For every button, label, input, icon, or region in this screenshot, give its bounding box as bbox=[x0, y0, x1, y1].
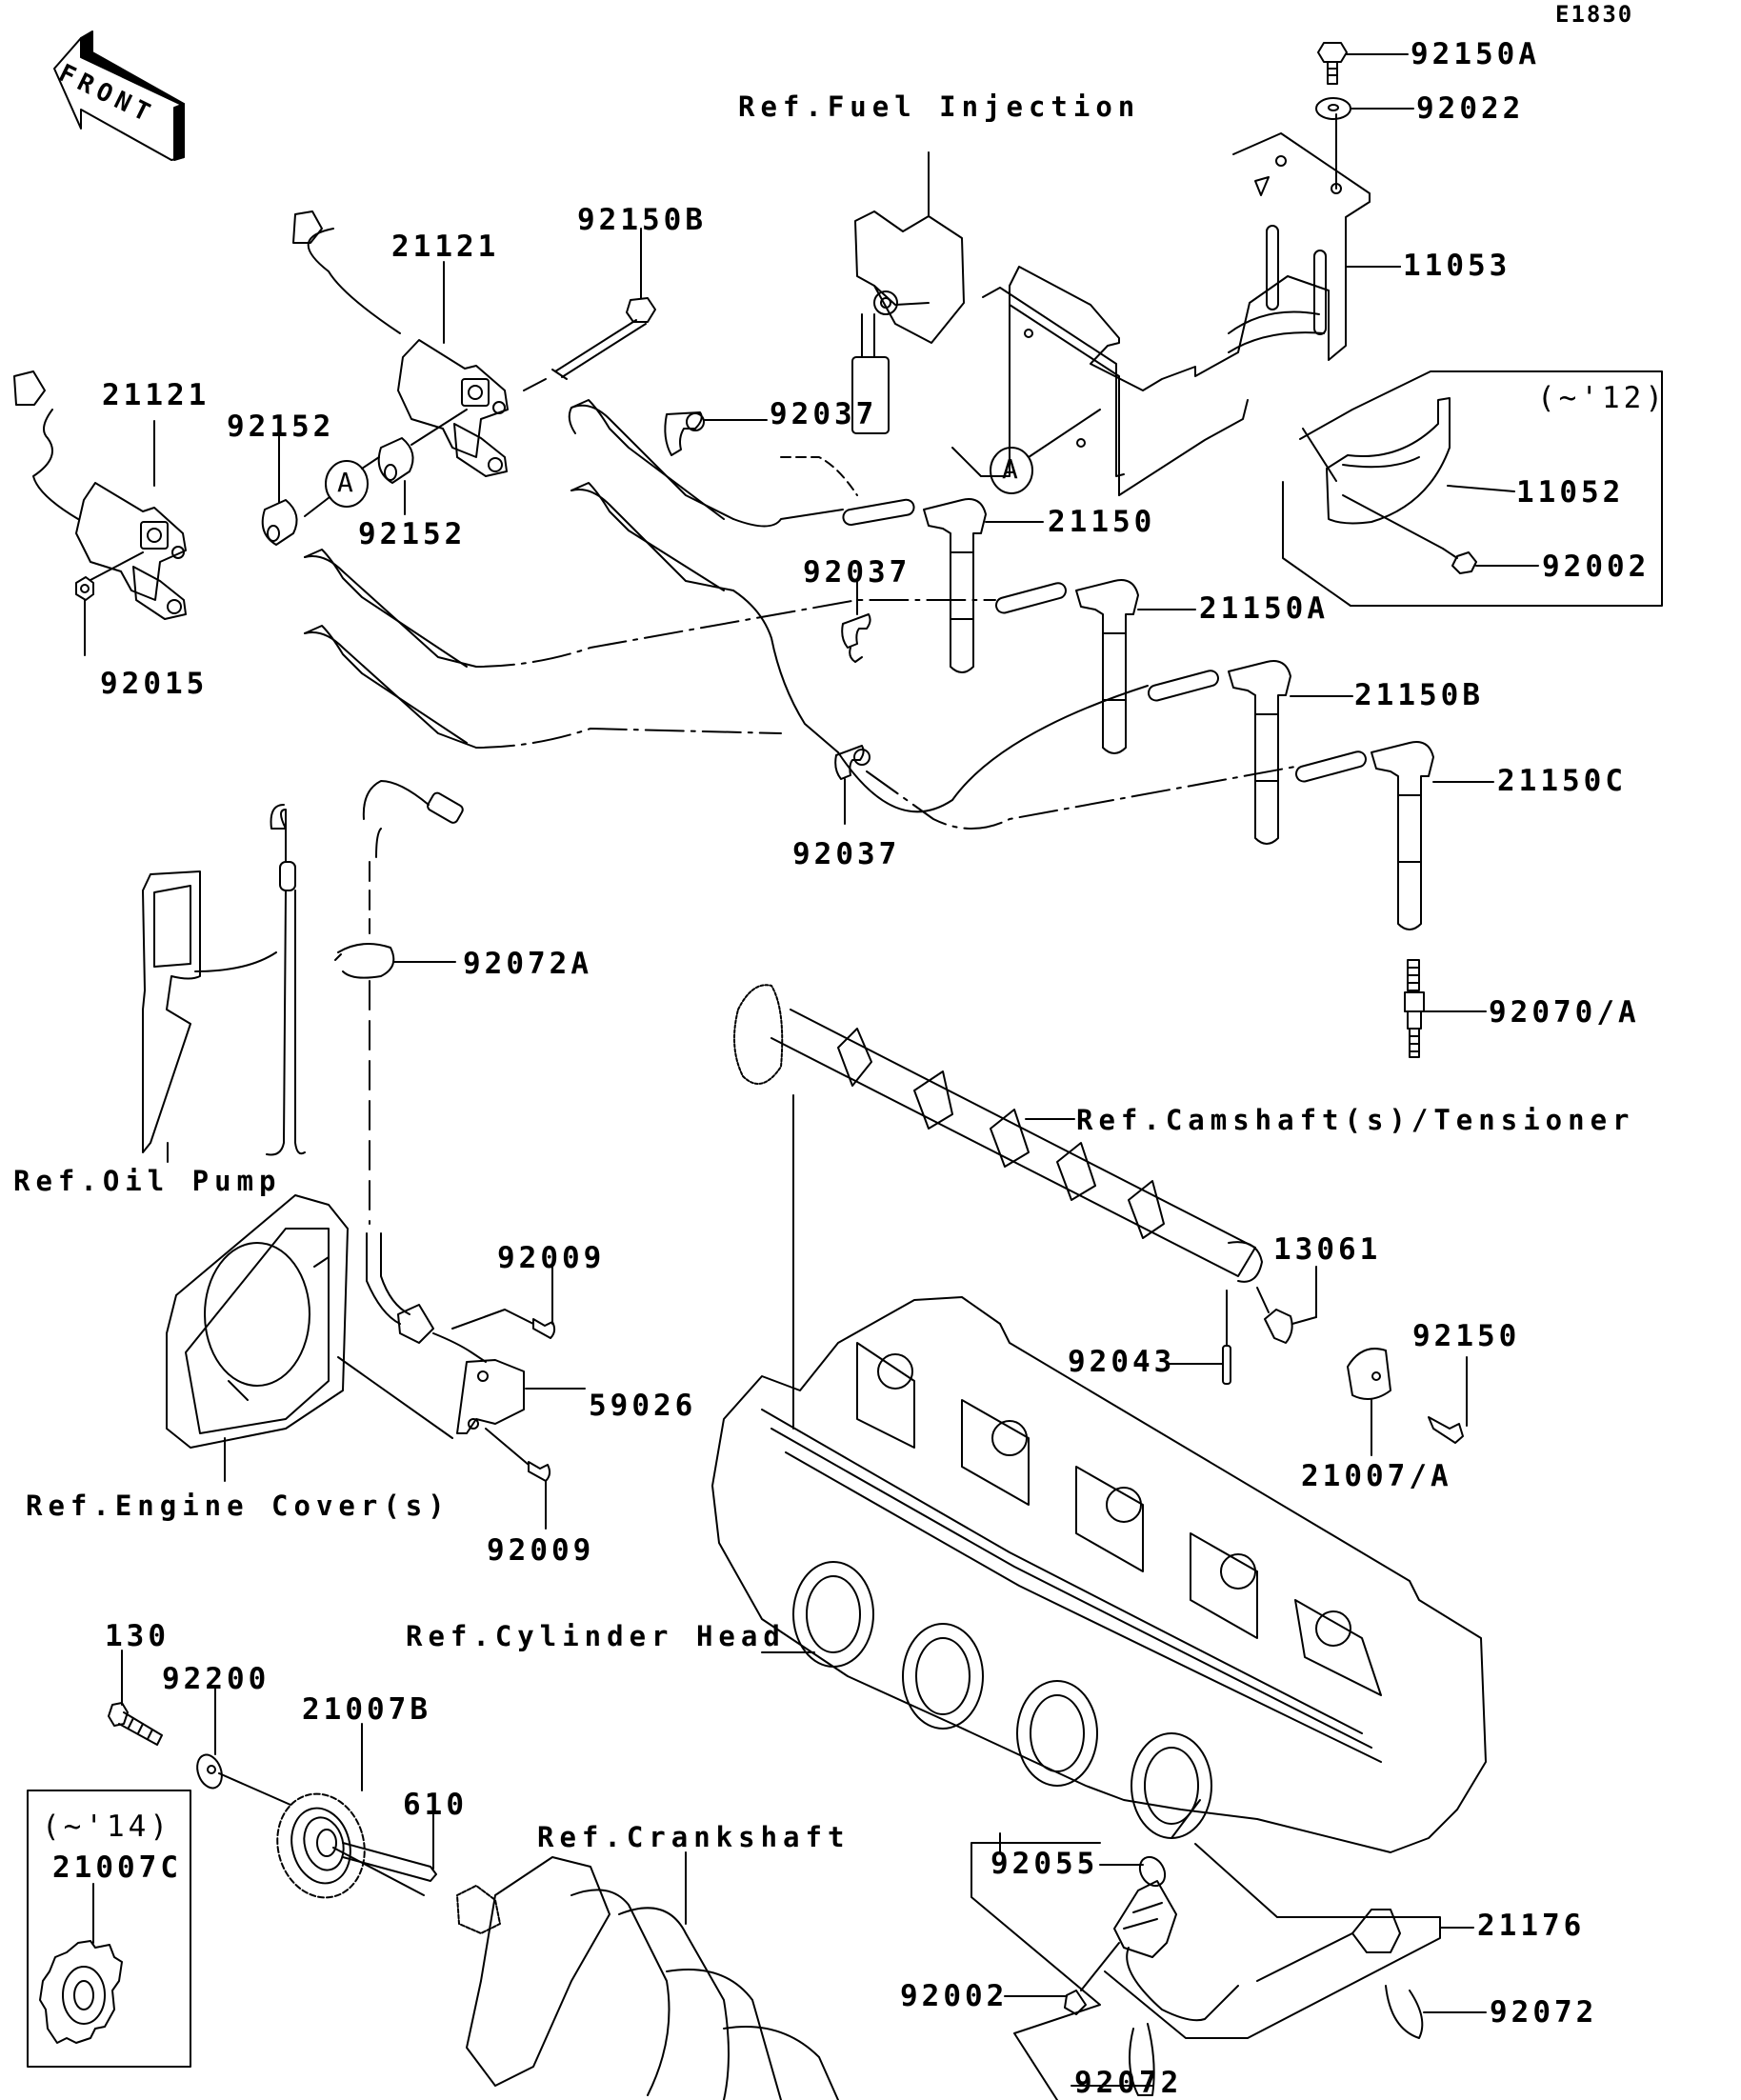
part-label-21121-upper[interactable]: 21121 bbox=[391, 230, 500, 264]
part-label-92070A[interactable]: 92070/A bbox=[1489, 995, 1640, 1030]
pin-13061-icon bbox=[1257, 1267, 1316, 1343]
bolt-92002-box-icon bbox=[1343, 495, 1538, 573]
part-label-92043[interactable]: 92043 bbox=[1068, 1345, 1176, 1379]
plug-cap-21150B bbox=[1147, 661, 1352, 844]
part-label-92009-upper[interactable]: 92009 bbox=[497, 1241, 606, 1275]
pin-92043-icon bbox=[1168, 1290, 1231, 1384]
part-label-92072A[interactable]: 92072A bbox=[463, 947, 592, 981]
variant-note-14: (~'14) bbox=[42, 1810, 171, 1844]
washer-92022-icon bbox=[1316, 98, 1413, 119]
bracket-11053 bbox=[952, 114, 1400, 495]
bolt-92002-bottom-icon bbox=[1005, 1943, 1119, 2014]
cylinder-head bbox=[712, 1297, 1486, 1852]
ignition-coil-21121-lower bbox=[14, 371, 186, 619]
ref-camshaft-tensioner[interactable]: Ref.Camshaft(s)/Tensioner bbox=[1076, 1104, 1635, 1136]
part-label-92055[interactable]: 92055 bbox=[991, 1847, 1099, 1881]
part-label-130[interactable]: 130 bbox=[105, 1619, 170, 1653]
bolt-92150-icon bbox=[1429, 1357, 1467, 1443]
part-label-21007A[interactable]: 21007/A bbox=[1301, 1459, 1452, 1493]
bracket-11052 bbox=[1327, 398, 1450, 523]
ref-engine-cover[interactable]: Ref.Engine Cover(s) bbox=[26, 1490, 450, 1522]
plug-leads bbox=[305, 400, 1295, 829]
part-label-92022[interactable]: 92022 bbox=[1416, 91, 1525, 126]
part-label-92002-bottom[interactable]: 92002 bbox=[900, 1979, 1009, 2013]
part-label-11053[interactable]: 11053 bbox=[1403, 249, 1511, 283]
collar-92152-left-icon bbox=[263, 433, 297, 545]
marker-a-left bbox=[305, 410, 467, 516]
plug-cap-21150A bbox=[994, 580, 1195, 753]
band-92072-bottom-icon bbox=[1071, 2024, 1154, 2095]
band-92072A-icon bbox=[335, 781, 465, 1224]
variant-note-12: (~'12) bbox=[1537, 381, 1667, 415]
rotor-21007C-icon bbox=[40, 1941, 122, 2043]
key-610-icon bbox=[343, 1810, 436, 1881]
rotor-21007B-icon bbox=[266, 1724, 424, 1908]
part-label-92072-bottom[interactable]: 92072 bbox=[1074, 2066, 1183, 2100]
part-label-21007B[interactable]: 21007B bbox=[302, 1692, 431, 1727]
engine-cover-ref bbox=[167, 1195, 452, 1481]
part-label-11052[interactable]: 11052 bbox=[1516, 475, 1625, 510]
part-label-59026[interactable]: 59026 bbox=[589, 1389, 697, 1423]
part-label-21007C[interactable]: 21007C bbox=[52, 1850, 182, 1885]
part-label-21176[interactable]: 21176 bbox=[1477, 1909, 1586, 1943]
ref-fuel-injection[interactable]: Ref.Fuel Injection bbox=[738, 90, 1141, 123]
part-label-92150A[interactable]: 92150A bbox=[1411, 37, 1540, 71]
bolt-92150A-icon bbox=[1318, 43, 1408, 84]
part-label-21150[interactable]: 21150 bbox=[1048, 505, 1156, 539]
front-arrow-icon bbox=[54, 31, 184, 160]
ignition-coil-21121-upper bbox=[293, 211, 508, 476]
washer-92200-icon bbox=[193, 1688, 290, 1805]
part-label-92037-low[interactable]: 92037 bbox=[792, 837, 901, 871]
clamp-92037-mid-icon bbox=[842, 581, 870, 662]
bolt-92150B-icon bbox=[524, 229, 655, 390]
spark-plug-92070A-icon bbox=[1405, 960, 1486, 1057]
part-label-92002-box[interactable]: 92002 bbox=[1542, 550, 1651, 584]
marker-a-right-label: A bbox=[1002, 453, 1022, 485]
sensor-59026-icon bbox=[367, 1233, 585, 1433]
part-label-610[interactable]: 610 bbox=[403, 1788, 468, 1822]
ref-cylinder-head[interactable]: Ref.Cylinder Head bbox=[406, 1620, 786, 1652]
part-label-21150B[interactable]: 21150B bbox=[1354, 678, 1484, 712]
ref-crankshaft[interactable]: Ref.Crankshaft bbox=[537, 1821, 850, 1853]
collar-92152-right-icon bbox=[379, 438, 413, 514]
band-92072-right-icon bbox=[1386, 1986, 1486, 2038]
part-label-92009-lower[interactable]: 92009 bbox=[487, 1533, 595, 1568]
part-label-92037-top[interactable]: 92037 bbox=[770, 397, 878, 431]
part-label-92037-mid[interactable]: 92037 bbox=[803, 555, 911, 590]
clamp-92037-top-icon bbox=[665, 412, 767, 455]
part-label-92152-left[interactable]: 92152 bbox=[227, 410, 335, 444]
screw-92009-lower-icon bbox=[486, 1429, 550, 1529]
part-label-13061[interactable]: 13061 bbox=[1273, 1232, 1382, 1267]
marker-a-left-label: A bbox=[337, 467, 357, 498]
nut-92015-icon bbox=[76, 552, 143, 655]
fuel-injection-relay bbox=[852, 152, 964, 433]
diagram-id-code: E1830 bbox=[1555, 1, 1634, 28]
variant-box-14 bbox=[28, 1790, 190, 2067]
part-label-21150A[interactable]: 21150A bbox=[1199, 591, 1329, 626]
screw-92009-upper-icon bbox=[452, 1267, 554, 1338]
part-label-92150[interactable]: 92150 bbox=[1412, 1319, 1521, 1353]
variant-box-12 bbox=[1283, 371, 1662, 606]
ref-oil-pump[interactable]: Ref.Oil Pump bbox=[13, 1165, 282, 1197]
rotor-21007A-icon bbox=[1348, 1349, 1391, 1455]
part-label-92150B[interactable]: 92150B bbox=[577, 203, 707, 237]
part-label-21150C[interactable]: 21150C bbox=[1497, 764, 1627, 798]
part-label-92015[interactable]: 92015 bbox=[100, 667, 209, 701]
sensor-21176-group bbox=[971, 1800, 1486, 2100]
marker-a-right bbox=[991, 410, 1100, 493]
part-label-92072-right[interactable]: 92072 bbox=[1490, 1995, 1598, 2030]
part-label-92200[interactable]: 92200 bbox=[162, 1662, 270, 1696]
crankshaft bbox=[457, 1852, 838, 2100]
part-label-21121-lower[interactable]: 21121 bbox=[102, 378, 210, 412]
plug-cap-21150C bbox=[1294, 742, 1493, 930]
plug-cap-21150 bbox=[842, 499, 1043, 672]
bolt-130-icon bbox=[109, 1650, 162, 1745]
part-label-92152-right[interactable]: 92152 bbox=[358, 517, 467, 551]
camshaft bbox=[734, 985, 1262, 1429]
clamp-92037-low-icon bbox=[835, 746, 870, 824]
oil-pump-ref-parts bbox=[143, 805, 305, 1162]
